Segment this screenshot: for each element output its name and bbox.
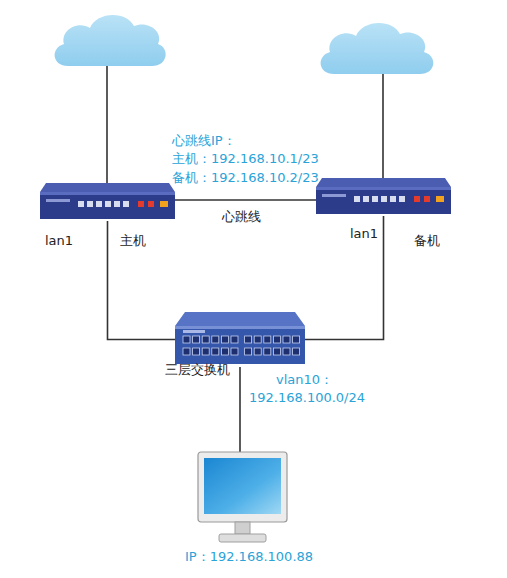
switch-port: [193, 348, 200, 355]
router-led: [436, 196, 444, 202]
router-led: [424, 196, 430, 202]
switch-port: [245, 348, 252, 355]
router-port: [96, 201, 102, 207]
network-link: [305, 216, 384, 340]
switch-box: 三层交换机vlan10：192.168.100.0/24: [175, 312, 305, 367]
switch-port: [254, 348, 261, 355]
device-label: 主机: [120, 233, 146, 249]
switch-port: [202, 348, 209, 355]
device-label: 192.168.100.0/24: [249, 390, 365, 406]
switch-port: [221, 348, 228, 355]
switch-port: [273, 348, 280, 355]
switch-port: [212, 348, 219, 355]
switch-port: [264, 336, 271, 343]
router-top: [40, 183, 175, 192]
router-port: [87, 201, 93, 207]
cloud-shape: [55, 15, 166, 66]
router-box: lan1主机: [40, 183, 175, 221]
router-port: [390, 196, 396, 202]
monitor-frame: [198, 452, 287, 522]
switch-port: [183, 336, 190, 343]
switch-port: [254, 336, 261, 343]
heartbeat-ip-note: 主机：192.168.10.1/23: [172, 151, 319, 167]
router-front: [316, 187, 451, 190]
heartbeat-ip-note: 备机：192.168.10.2/23: [172, 170, 319, 186]
switch-port: [221, 336, 228, 343]
switch-edge: [175, 326, 305, 329]
switch-port: [273, 336, 280, 343]
switch-port: [202, 336, 209, 343]
device-icon: [40, 183, 175, 221]
internet-cloud: [55, 15, 166, 66]
device-label: IP：192.168.100.88: [185, 549, 313, 565]
network-link: [108, 221, 176, 340]
router-body: [316, 187, 451, 214]
switch-port: [293, 348, 300, 355]
router-port: [354, 196, 360, 202]
device-label: vlan10：: [276, 372, 333, 388]
device-label: lan1: [350, 226, 378, 242]
switch-top: [175, 312, 305, 326]
decor-layer: [55, 15, 434, 183]
router-led: [160, 201, 168, 207]
switch-port: [231, 336, 238, 343]
network-link: [239, 367, 241, 452]
router-box: lan1备机: [316, 178, 451, 216]
device-label: 三层交换机: [165, 362, 230, 378]
switch-port: [212, 336, 219, 343]
pc-monitor: IP：192.168.100.88: [195, 452, 290, 547]
device-icon: [175, 312, 305, 367]
switch-port: [264, 348, 271, 355]
switch-port: [183, 348, 190, 355]
switch-port: [283, 348, 290, 355]
router-logo: [46, 199, 70, 202]
switch-port: [231, 348, 238, 355]
router-port: [363, 196, 369, 202]
router-top: [316, 178, 451, 187]
heartbeat-link: [175, 199, 316, 201]
cloud-shape: [321, 23, 434, 74]
router-led: [414, 196, 420, 202]
monitor-screen: [204, 458, 281, 514]
router-port: [399, 196, 405, 202]
router-port: [381, 196, 387, 202]
router-front: [40, 192, 175, 195]
switch-port: [245, 336, 252, 343]
internet-cloud: [321, 23, 434, 74]
monitor-base: [219, 534, 266, 542]
router-led: [138, 201, 144, 207]
switch-port: [293, 336, 300, 343]
router-port: [123, 201, 129, 207]
edge-layer: [108, 200, 384, 452]
router-port: [372, 196, 378, 202]
link-label: 心跳线: [222, 209, 261, 225]
router-body: [40, 192, 175, 219]
monitor-neck: [235, 522, 250, 534]
uplink-wire: [106, 62, 108, 183]
router-port: [105, 201, 111, 207]
switch-port: [193, 336, 200, 343]
router-port: [78, 201, 84, 207]
device-label: lan1: [45, 233, 73, 249]
switch-body: [175, 326, 305, 364]
device-label: 备机: [414, 233, 440, 249]
router-logo: [322, 194, 346, 197]
device-icon: [316, 178, 451, 216]
router-port: [114, 201, 120, 207]
uplink-wire: [382, 72, 384, 178]
router-led: [148, 201, 154, 207]
switch-port: [283, 336, 290, 343]
device-icon: [195, 452, 290, 547]
heartbeat-ip-note: 心跳线IP：: [172, 133, 236, 149]
switch-logo: [183, 330, 205, 333]
